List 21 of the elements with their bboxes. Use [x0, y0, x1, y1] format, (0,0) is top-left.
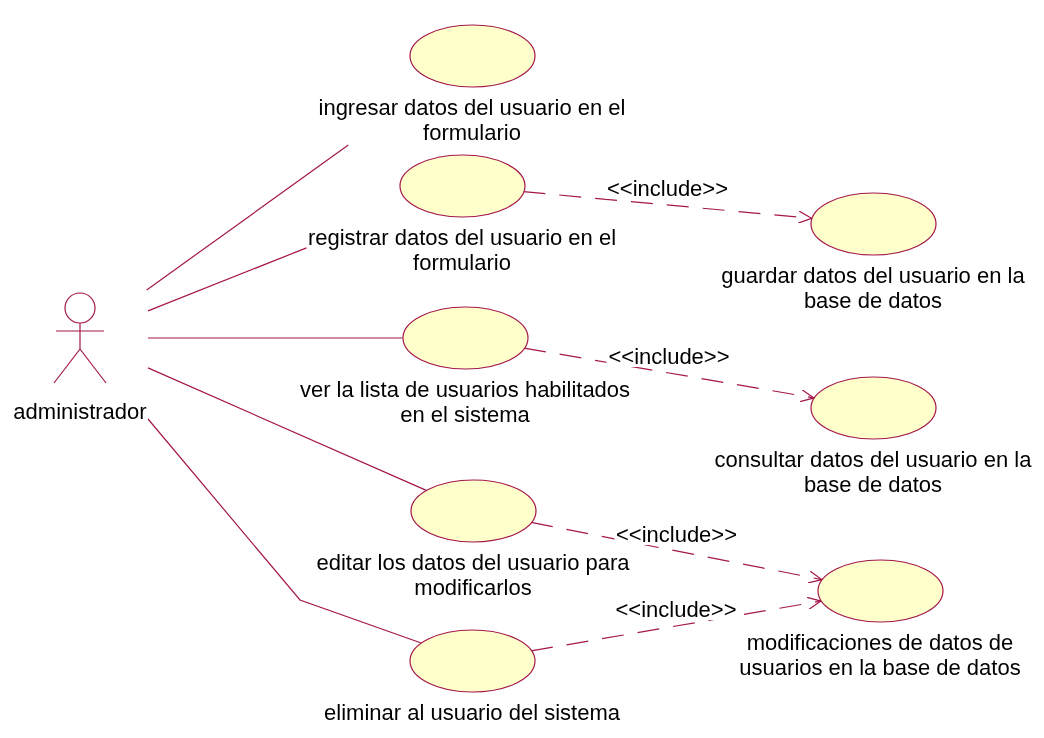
- association-line: [147, 247, 308, 312]
- include-arrow: [522, 191, 813, 224]
- edge-label: <<include>>: [613, 525, 740, 545]
- use-case-label: ver la lista de usuarios habilitados en el sistema: [298, 377, 632, 427]
- use-case-label: eliminar al usuario del sistema: [324, 700, 620, 725]
- use-case-label: registrar datos del usuario en el formulario: [306, 225, 618, 275]
- edge-label: <<include>>: [613, 600, 739, 620]
- use-case-label: guardar datos del usuario en la base de datos: [720, 263, 1026, 313]
- association-line: [146, 144, 349, 291]
- use-case-label: consultar datos del usuario en la base de datos: [713, 447, 1033, 497]
- include-arrow: [530, 596, 822, 652]
- use-case-label: editar los datos del usuario para modificarlos: [315, 550, 631, 600]
- include-arrow: [523, 347, 815, 403]
- association-line: [147, 418, 422, 644]
- edge-label: <<include>>: [604, 179, 731, 199]
- use-case-label: ingresar datos del usuario en el formulario: [317, 95, 627, 145]
- association-line: [147, 367, 427, 491]
- include-arrow: [530, 521, 823, 584]
- actor-name: administrador: [13, 399, 147, 424]
- use-case-label: modificaciones de datos de usuarios en la base de datos: [738, 630, 1022, 680]
- edge-label: <<include>>: [606, 347, 732, 367]
